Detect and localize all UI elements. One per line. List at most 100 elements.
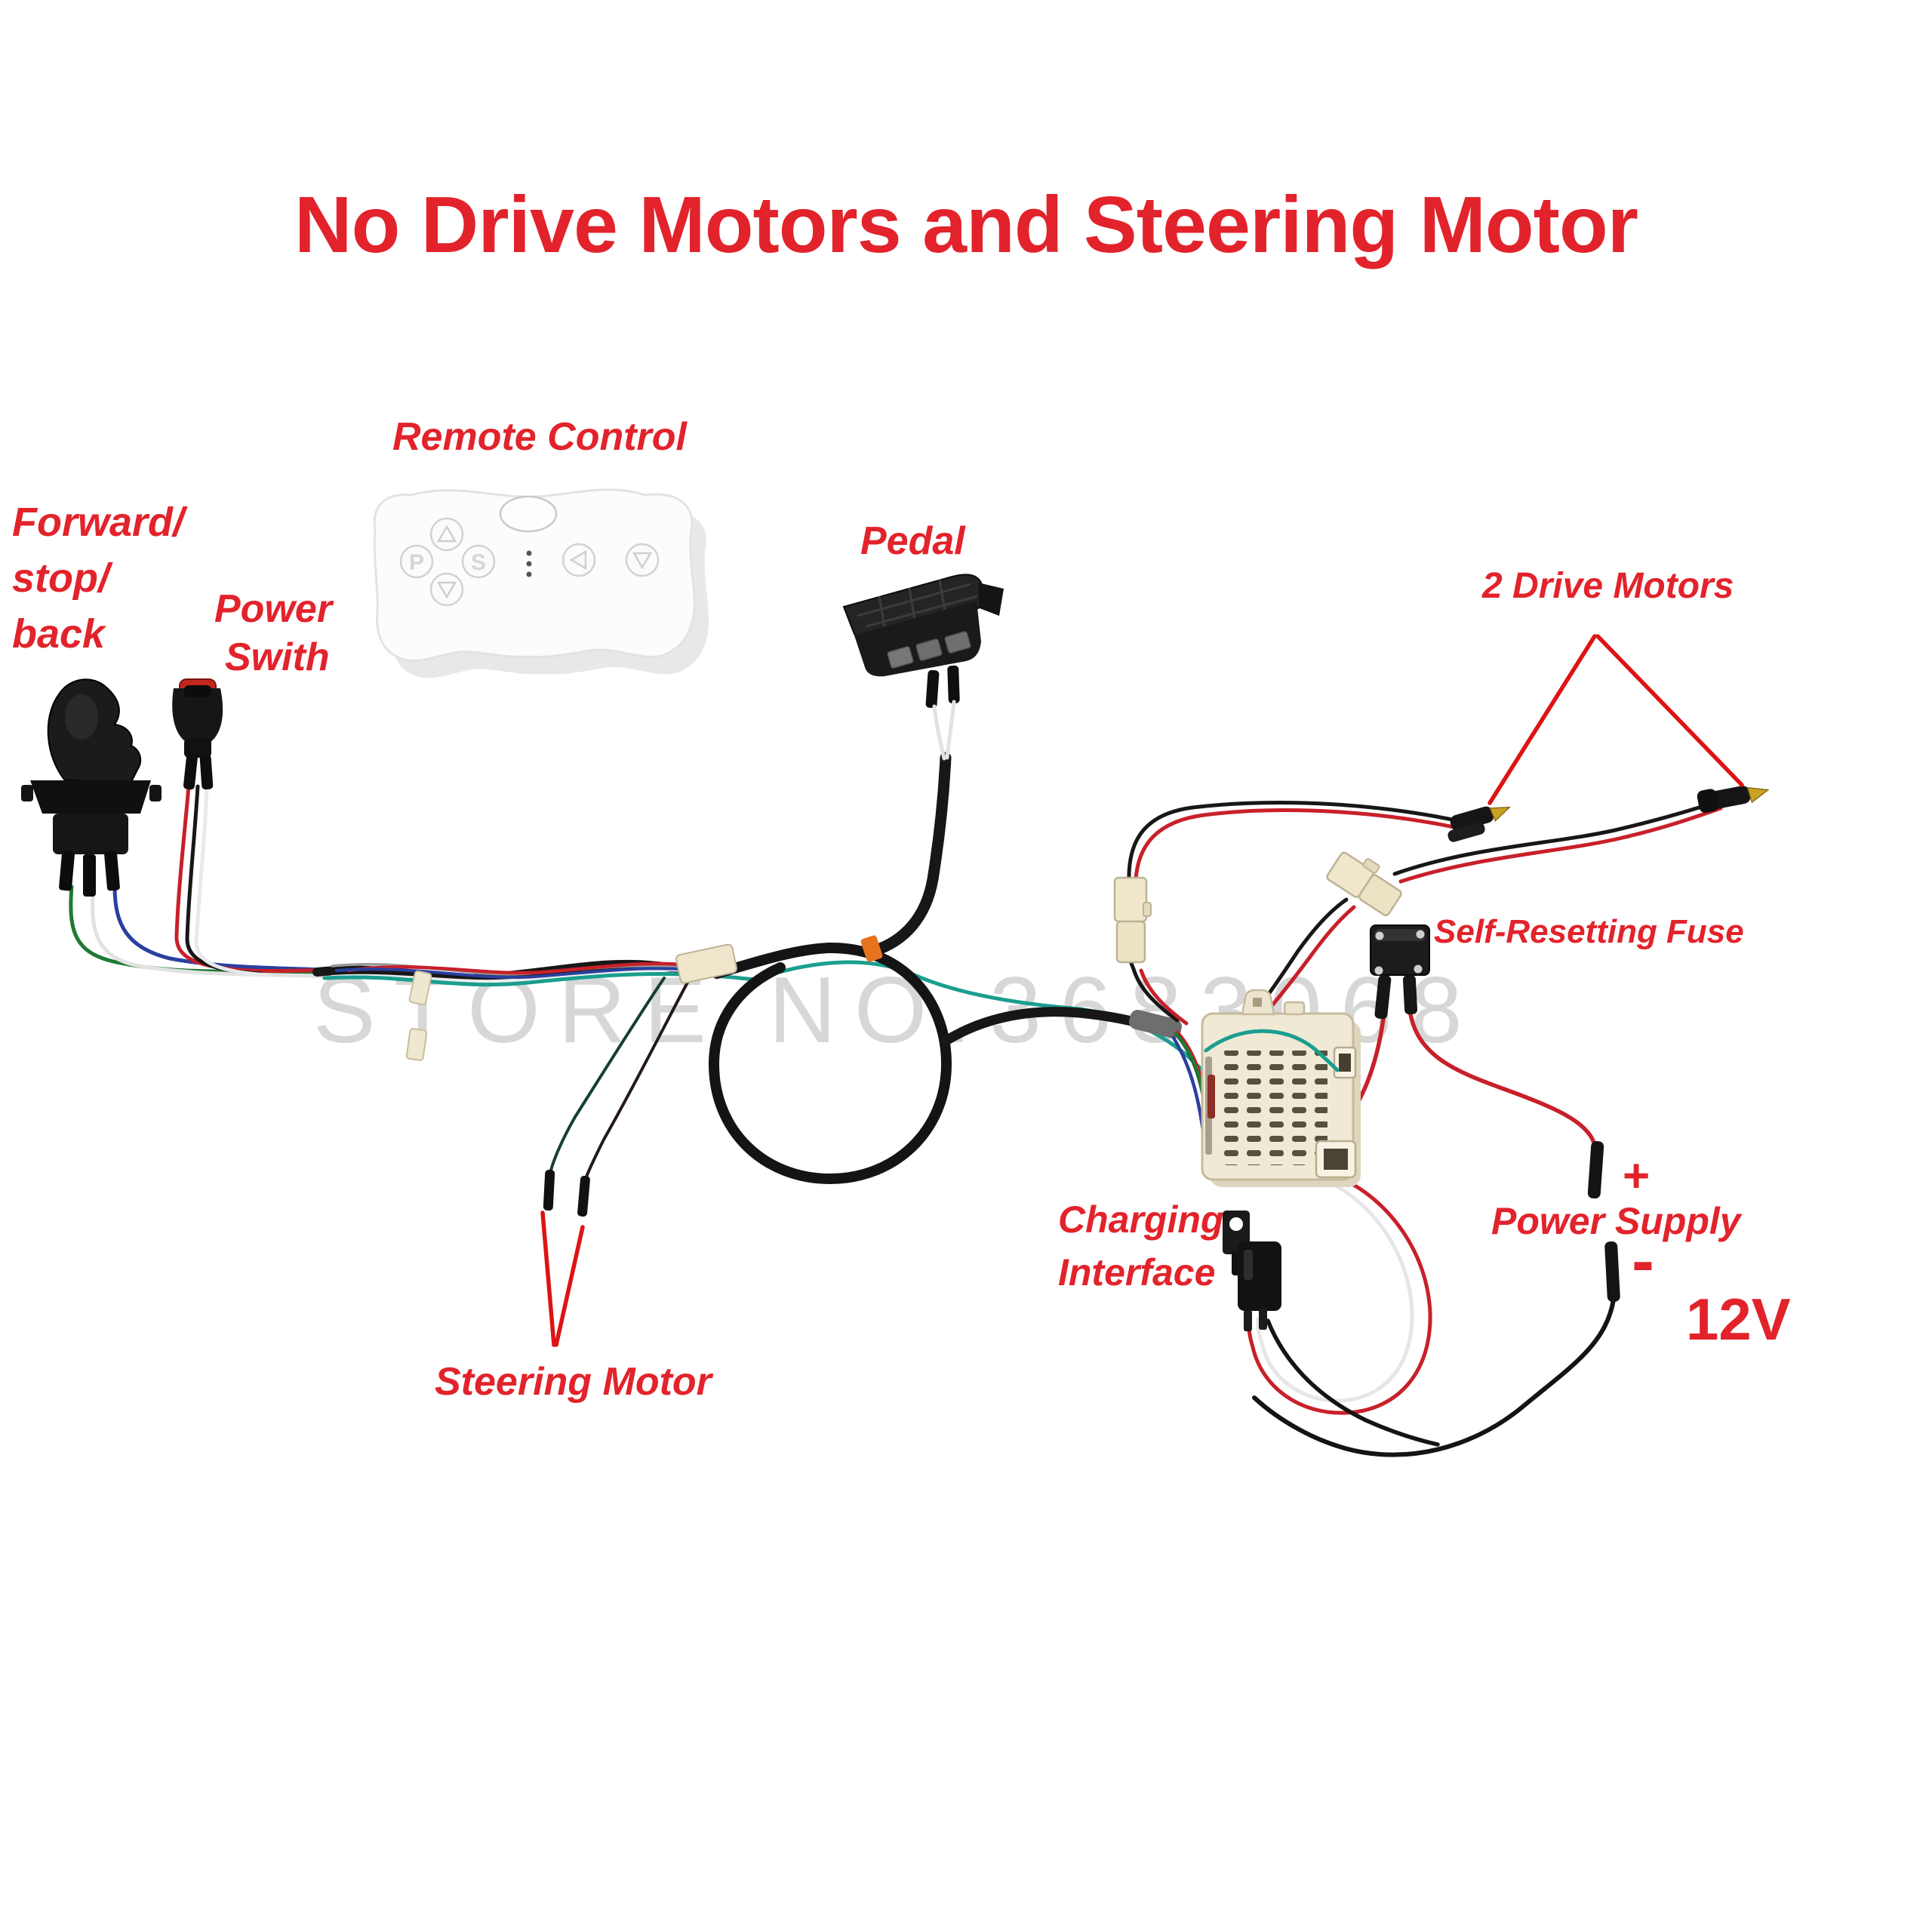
contact-pad [944,631,971,654]
s-button [461,544,496,579]
drive-motors-pointer-right [1595,634,1744,787]
minus-terminal-tip [1604,1241,1620,1303]
plate-ear [149,785,162,801]
connector-port-slot [1339,1054,1351,1072]
pedal-base [854,601,981,677]
steering-wire-tip [543,1169,555,1211]
terminal-boot [925,669,940,709]
pedal-label: Pedal [860,519,965,563]
steering-motor-label: Steering Motor [435,1360,712,1404]
vent-slots [1221,1051,1327,1165]
side-detail-red [1208,1075,1215,1118]
orange-cable-tie [860,935,883,962]
wire-red [174,784,351,974]
wire-red [346,961,712,975]
fuse-label: Self-Resetting Fuse [1434,913,1744,950]
wire-red [1139,968,1189,1026]
power-switch-device [172,678,223,790]
spade-terminal [83,854,96,897]
contact-pad [887,646,914,669]
drive-motors-label: 2 Drive Motors [1482,566,1734,606]
pedal-device [842,574,1004,761]
controller-box [1201,989,1361,1187]
direction-toggle-switch [21,678,162,897]
plus-terminal-tip [1587,1141,1604,1199]
steering-wire-black [583,980,690,1185]
power-supply-label: Power Supply [1491,1200,1741,1242]
s-button-label: S [471,550,486,575]
down-right-arrow-icon [632,552,653,570]
spade-terminal [104,851,120,891]
wire-black [1392,799,1720,876]
wire-red [1134,808,1463,882]
lever-highlight [65,694,98,740]
voltage-label: 12V [1686,1286,1791,1352]
down-arrow-icon [436,581,457,599]
terminal-boot [947,665,960,704]
harness-loop [708,942,952,1185]
charging-label-line1: Charging [1058,1198,1224,1241]
wire-teal [1204,1029,1340,1072]
contact-pad [915,638,943,661]
inline-connector-cream [675,943,738,984]
wire-black [1128,959,1180,1023]
pointer-lines [540,634,1744,1347]
steering-wire-green [548,977,666,1179]
tamiya-connector [1326,851,1402,916]
switch-body [53,814,128,854]
remote-control-label: Remote Control [392,415,687,459]
wire-harness [69,752,1209,1217]
pair-button [499,495,558,533]
connector-port-slot [1324,1149,1348,1170]
led-dot [526,550,532,556]
self-resetting-fuse [1370,924,1430,1020]
wire-white [945,700,956,760]
cable-clip [405,1028,428,1061]
charging-red-wire [1247,1177,1432,1415]
charging-port-connector [1223,1211,1281,1331]
drive-motor-wiring [1113,786,1770,1026]
heat-shrink-sleeve [1129,1010,1182,1038]
harness-to-controller [940,1007,1161,1047]
steering-pointer-right [554,1225,585,1347]
led-dot [526,571,532,577]
page-title: No Drive Motors and Steering Motor [294,180,1638,269]
motor-spade-connector [1447,806,1512,842]
fuse-to-plus-wire [1408,1012,1596,1145]
switch-barrel [172,688,223,746]
mounting-tab [1283,1001,1306,1016]
drive-motors-pointer-left [1487,634,1597,805]
left-arrow-icon [569,549,587,571]
wire-blue [112,884,339,973]
motor-spade-connector [1697,786,1770,813]
forward-stop-back-label-line1: Forward/ [12,500,185,545]
remote-control-device: P S [373,488,709,678]
charging-black-wire [1266,1318,1440,1447]
steering-pointer-left [540,1211,556,1347]
terminal-boot [183,752,198,790]
plate-ear [21,785,33,801]
tamiya-connector [1113,876,1152,964]
wire-white [932,704,946,761]
plus-sign-label: + [1623,1150,1651,1202]
charging-white-wire [1256,1181,1414,1403]
power-switch-label-line1: Power [214,587,333,631]
charging-label-line2: Interface [1058,1251,1216,1294]
minus-sign-label: - [1632,1223,1654,1299]
forward-stop-back-label-line2: stop/ [12,555,109,601]
wire-white [194,783,270,977]
wire-blue [335,967,707,980]
up-arrow-icon [436,525,457,543]
led-dot [526,561,532,567]
barrel-rim [184,685,211,697]
wire-red [1260,905,1356,1020]
wire-red [1398,806,1723,884]
fuse-and-power-wiring [1252,924,1620,1457]
p-button [399,544,434,579]
wire-black [1127,801,1462,882]
steering-wire-tip [577,1175,590,1217]
forward-button [429,517,464,552]
pedal-hinge [978,583,1004,616]
minus-wire-black [1252,1297,1616,1457]
